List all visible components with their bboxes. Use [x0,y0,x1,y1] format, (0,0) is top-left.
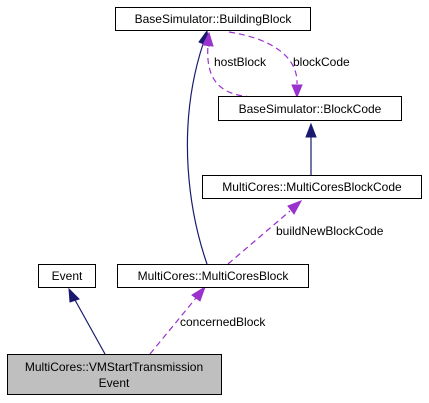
edge-multicoresblock-inherits-buildingblock [186,29,210,265]
edge-multicoresblockcode-inherits-blockcode [305,122,317,175]
label-concerned-block: concernedBlock [180,315,266,329]
node-block-code[interactable]: BaseSimulator::BlockCode [218,96,402,121]
node-block-code-label: BaseSimulator::BlockCode [239,102,382,116]
node-event[interactable]: Event [38,264,96,288]
label-build-new-block-code: buildNewBlockCode [276,224,384,238]
node-vm-start-label-line1: MultiCores::VMStartTransmission [25,360,203,374]
edge-vmstart-inherits-event [68,287,106,355]
node-building-block[interactable]: BaseSimulator::BuildingBlock [115,7,311,31]
label-host-block: hostBlock [214,55,267,69]
node-multicores-block-code[interactable]: MultiCores::MultiCoresBlockCode [202,175,422,199]
edge-vmstart-multicoresblock-assoc [149,285,206,355]
node-vm-start-label-line2: Event [99,376,130,390]
label-block-code: blockCode [293,55,350,69]
node-multicores-block[interactable]: MultiCores::MultiCoresBlock [117,264,309,288]
node-multicores-block-label: MultiCores::MultiCoresBlock [138,269,290,283]
node-building-block-label: BaseSimulator::BuildingBlock [135,12,293,26]
edge-buildingblock-blockcode-assoc [228,31,303,99]
edge-blockcode-buildingblock-assoc [202,31,253,98]
node-multicores-block-code-label: MultiCores::MultiCoresBlockCode [222,180,402,194]
edge-multicoresblock-blockcode-assoc [227,200,303,265]
node-event-label: Event [52,269,83,283]
node-vm-start-transmission-event[interactable]: MultiCores::VMStartTransmission Event [7,354,222,395]
